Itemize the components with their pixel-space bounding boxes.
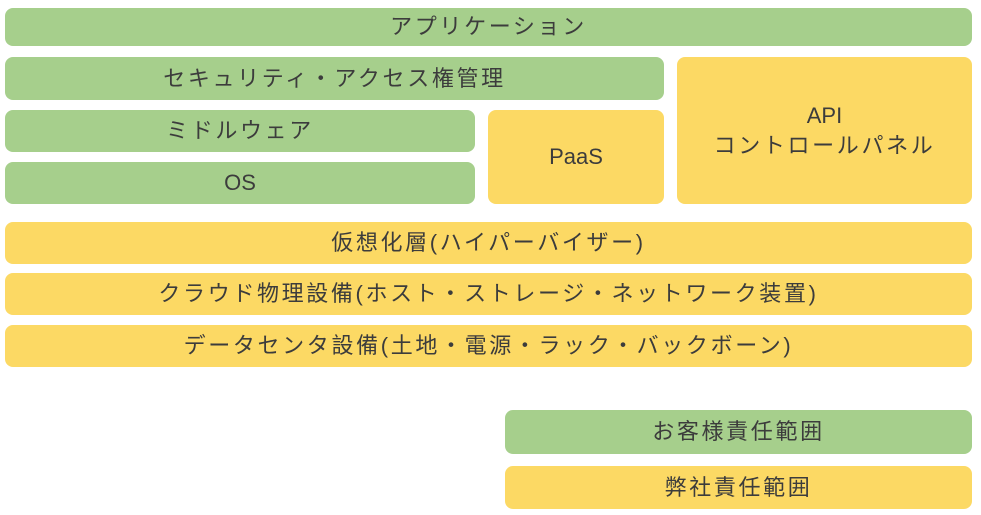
legend-customer-responsibility: お客様責任範囲	[505, 410, 972, 454]
layer-os: OS	[5, 162, 475, 204]
layer-middleware: ミドルウェア	[5, 110, 475, 152]
layer-api-control-panel-lines: API コントロールパネル	[714, 101, 936, 159]
layer-security-label: セキュリティ・アクセス権管理	[163, 65, 506, 91]
layer-paas: PaaS	[488, 110, 664, 204]
layer-os-label: OS	[224, 170, 256, 196]
layer-cloud-physical-label: クラウド物理設備(ホスト・ストレージ・ネットワーク装置)	[158, 281, 819, 307]
layer-datacenter: データセンタ設備(土地・電源・ラック・バックボーン)	[5, 325, 972, 367]
layer-api-control-panel: API コントロールパネル	[677, 57, 972, 204]
layer-middleware-label: ミドルウェア	[166, 118, 314, 144]
layer-application-label: アプリケーション	[390, 14, 587, 40]
legend-company-label: 弊社責任範囲	[664, 474, 813, 500]
layer-application: アプリケーション	[5, 8, 972, 46]
layer-security: セキュリティ・アクセス権管理	[5, 57, 664, 100]
layer-cloud-physical: クラウド物理設備(ホスト・ストレージ・ネットワーク装置)	[5, 273, 972, 315]
layer-paas-label: PaaS	[549, 144, 603, 170]
layer-virtualization: 仮想化層(ハイパーバイザー)	[5, 222, 972, 264]
layer-api-line2: コントロールパネル	[713, 132, 936, 158]
layer-datacenter-label: データセンタ設備(土地・電源・ラック・バックボーン)	[183, 333, 794, 359]
legend-customer-label: お客様責任範囲	[652, 419, 825, 445]
layer-api-line1: API	[806, 103, 843, 129]
legend-company-responsibility: 弊社責任範囲	[505, 466, 972, 509]
layer-virtualization-label: 仮想化層(ハイパーバイザー)	[331, 230, 646, 256]
